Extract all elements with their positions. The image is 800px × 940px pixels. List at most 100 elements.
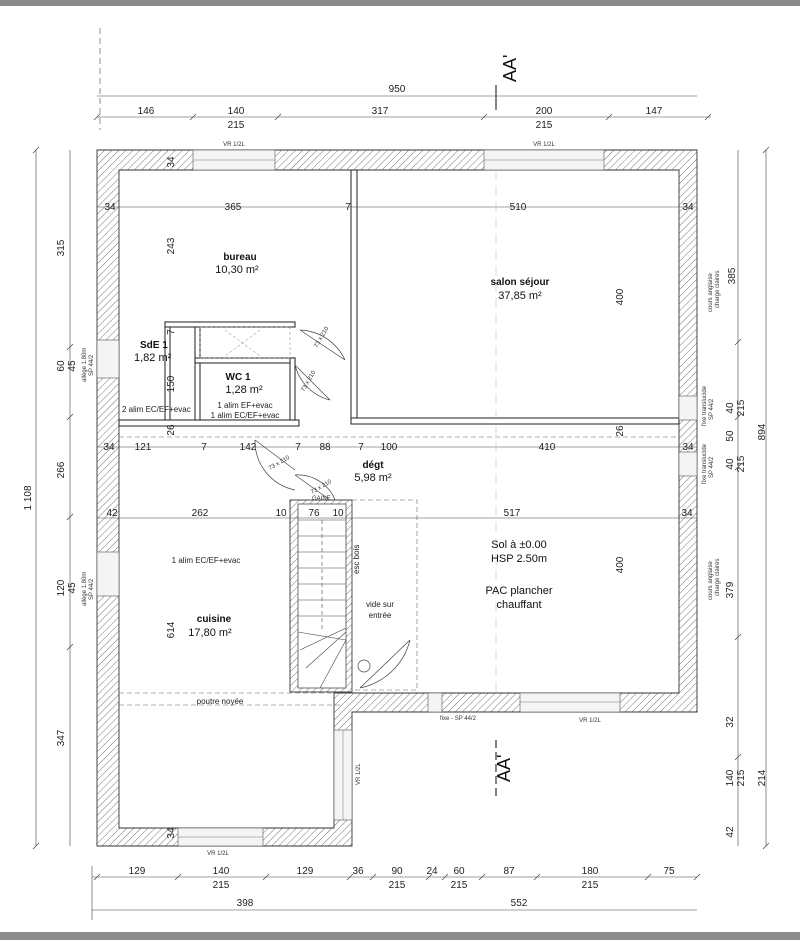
- dim-top-317: 317: [372, 106, 389, 117]
- stair-steps: [297, 519, 347, 689]
- dim-left-45a: 45: [67, 360, 78, 372]
- note-alim-sde: 2 alim EC/EF+evac: [122, 405, 191, 414]
- dim-bot-129b: 129: [297, 866, 314, 877]
- void-outline: [351, 499, 418, 691]
- door-gaine: [294, 474, 336, 501]
- room-area-bureau: 10,30 m²: [215, 264, 259, 276]
- window-fixed: [427, 692, 443, 713]
- note-esc: esc bois: [352, 545, 361, 574]
- room-area-degt: 5,98 m²: [354, 472, 392, 484]
- note-gaine: GAINE: [312, 496, 331, 502]
- dim-r2-100: 100: [381, 442, 398, 453]
- room-name-wc: WC 1: [226, 372, 251, 383]
- dim-left-266: 266: [56, 461, 67, 478]
- dim-r3-10b: 10: [332, 508, 344, 519]
- dim-bot-75: 75: [663, 866, 675, 877]
- note-alim-cuisine: 1 alim EC/EF+evac: [172, 556, 241, 565]
- note-vr-bottom: VR 1/2L: [207, 851, 229, 857]
- note-courette-1b: charge claires: [715, 271, 721, 308]
- dim-in-243: 243: [166, 237, 177, 254]
- note-sp-2: SP 44/2: [89, 578, 95, 600]
- door-wc: [294, 364, 331, 401]
- dim-r1-7: 7: [345, 202, 351, 213]
- note-vide-2: entrée: [369, 611, 392, 620]
- room-name-cuisine: cuisine: [197, 614, 232, 625]
- dim-right-214: 214: [757, 769, 768, 786]
- note-courette-2b: charge claires: [715, 559, 721, 596]
- dim-top-215b: 215: [536, 120, 553, 131]
- window-cuisine-left: [96, 551, 120, 597]
- room-area-cuisine: 17,80 m²: [188, 627, 232, 639]
- dim-left-315: 315: [56, 239, 67, 256]
- dim-r1-510: 510: [510, 202, 527, 213]
- note-allege-1: allège 1.80m: [82, 348, 88, 382]
- dim-in-400a: 400: [615, 288, 626, 305]
- dim-r3-517: 517: [504, 508, 521, 519]
- window-sde: [96, 339, 120, 379]
- dim-left-120: 120: [56, 579, 67, 596]
- note-courette-1a: cours anglaise: [708, 273, 714, 312]
- dimension-lines: [35, 28, 767, 920]
- door-sde: [254, 439, 296, 491]
- partition-bureau-salon: [350, 169, 358, 421]
- dim-left-45b: 45: [67, 582, 78, 594]
- dim-bot-129a: 129: [129, 866, 146, 877]
- note-fixe-r1: fixe translucide: [702, 385, 708, 426]
- dim-right-215c: 215: [736, 769, 747, 786]
- room-name-sde: SdE 1: [140, 340, 168, 351]
- room-name-bureau: bureau: [223, 252, 256, 263]
- dim-r1-365: 365: [225, 202, 242, 213]
- dim-bot-180: 180: [582, 866, 599, 877]
- note-hsp: HSP 2.50m: [491, 553, 547, 565]
- dim-left-60: 60: [56, 360, 67, 372]
- dim-top-140: 140: [228, 106, 245, 117]
- partition-sde-degt: [118, 419, 300, 427]
- dim-bot-215d: 215: [582, 880, 599, 891]
- note-courette-2a: cours anglaise: [708, 561, 714, 600]
- dim-right-379: 379: [725, 581, 736, 598]
- dim-top-147: 147: [646, 106, 663, 117]
- dimension-ticks: [32, 113, 770, 881]
- dim-bot-215a: 215: [213, 880, 230, 891]
- dim-r2-34b: 34: [682, 442, 694, 453]
- note-fixe-r1b: SP 44/2: [709, 398, 715, 420]
- window-right-1: [678, 395, 698, 421]
- dim-r1-34a: 34: [104, 202, 116, 213]
- door-bureau: [299, 329, 346, 361]
- dim-bot-60: 60: [453, 866, 465, 877]
- note-allege-2: allège 1.80m: [82, 572, 88, 606]
- note-vr-bottom-right: VR 1/2L: [579, 718, 601, 724]
- dim-r2-7c: 7: [358, 442, 364, 453]
- room-area-salon: 37,85 m²: [498, 290, 542, 302]
- dim-r2-121: 121: [135, 442, 152, 453]
- dim-right-385: 385: [727, 267, 738, 284]
- dim-bot-90: 90: [391, 866, 403, 877]
- dim-in-7: 7: [166, 329, 177, 335]
- note-vr-top-left: VR 1/2L: [223, 142, 245, 148]
- dim-top-total: 950: [389, 84, 406, 95]
- dim-in-34top: 34: [166, 156, 177, 168]
- dim-right-215b: 215: [736, 455, 747, 472]
- note-vr-top-right: VR 1/2L: [533, 142, 555, 148]
- room-area-wc: 1,28 m²: [225, 384, 263, 396]
- dim-right-50: 50: [725, 430, 736, 442]
- partition-salon-degt: [350, 417, 680, 425]
- interior-floor: [118, 169, 680, 829]
- dim-bot-215b: 215: [389, 880, 406, 891]
- room-name-degt: dégt: [362, 460, 384, 471]
- dim-bot-398: 398: [237, 898, 254, 909]
- note-fixe-bottom: fixe - SP 44/2: [440, 716, 477, 722]
- note-poutre: poutre noyée: [197, 697, 244, 706]
- note-sp-1: SP 44/2: [89, 354, 95, 376]
- dim-top-200: 200: [536, 106, 553, 117]
- note-pac-1: PAC plancher: [485, 585, 552, 597]
- dim-r2-410: 410: [539, 442, 556, 453]
- dim-in-26b: 26: [615, 425, 626, 437]
- dim-in-614: 614: [166, 621, 177, 638]
- dim-right-140: 140: [725, 769, 736, 786]
- dim-r2-142: 142: [240, 442, 257, 453]
- note-alim-wc-2: 1 alim EC/EF+evac: [211, 411, 280, 420]
- dim-right-40a: 40: [725, 402, 736, 414]
- dim-right-215a: 215: [736, 399, 747, 416]
- note-vr-vertical: VR 1/2L: [356, 763, 362, 785]
